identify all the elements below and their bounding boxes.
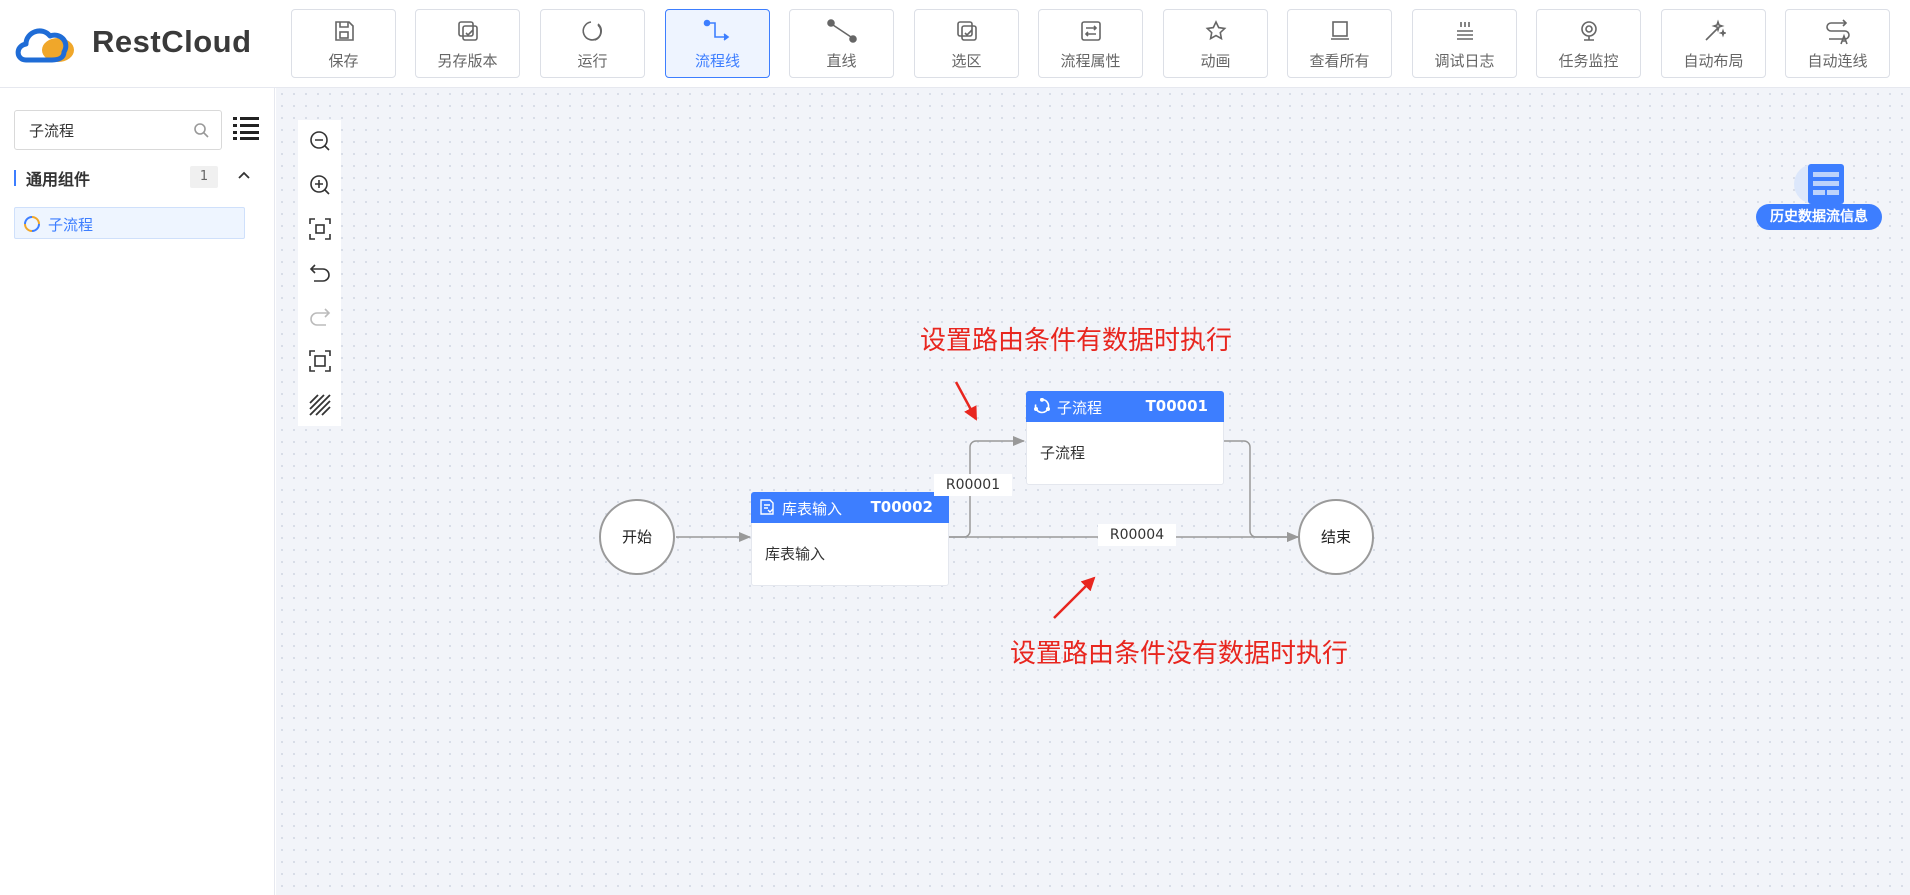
auto-connect-label: 自动连线 <box>1807 52 1868 70</box>
view-all-button[interactable]: 查看所有 <box>1287 9 1392 78</box>
end-node[interactable]: 结束 <box>1298 499 1374 575</box>
list-view-icon[interactable] <box>233 116 259 140</box>
save-version-button[interactable]: 另存版本 <box>415 9 520 78</box>
redo-icon <box>310 308 331 326</box>
node-body-label: 子流程 <box>1040 444 1086 462</box>
group-title: 通用组件 <box>26 170 91 189</box>
zoom-out-button[interactable] <box>298 120 341 160</box>
flow-properties-icon <box>1080 21 1101 41</box>
table-input-node[interactable]: 库表输入 T00002 库表输入 <box>751 492 949 586</box>
animation-icon <box>1205 20 1226 41</box>
route-label-R00001[interactable]: R00001 <box>934 474 1012 496</box>
component-group-header[interactable]: 通用组件 1 <box>14 166 254 190</box>
undo-button[interactable] <box>298 252 341 292</box>
edge-subprocess-to-end[interactable] <box>1224 440 1299 542</box>
node-id: T00002 <box>870 498 933 516</box>
straight-line-button[interactable]: 直线 <box>789 9 894 78</box>
fit-view-button[interactable] <box>298 208 341 248</box>
zoom-in-icon <box>310 175 330 195</box>
run-icon <box>581 21 602 41</box>
grid-toggle-button[interactable] <box>298 384 341 424</box>
animation-label: 动画 <box>1200 52 1231 70</box>
save-button[interactable]: 保存 <box>291 9 396 78</box>
chevron-up-icon[interactable] <box>238 170 250 180</box>
component-item-subprocess[interactable]: 子流程 <box>14 207 245 239</box>
flow-line-icon <box>703 19 729 41</box>
flow-line-label: 流程线 <box>694 52 740 70</box>
select-area-label: 选区 <box>951 52 982 70</box>
select-area-button[interactable]: 选区 <box>914 9 1019 78</box>
node-id: T00001 <box>1145 397 1208 415</box>
select-area-icon <box>956 21 977 41</box>
component-sidebar: 通用组件 1 子流程 <box>0 88 275 895</box>
task-monitor-button[interactable]: 任务监控 <box>1536 9 1641 78</box>
auto-layout-icon <box>1704 19 1726 41</box>
animation-button[interactable]: 动画 <box>1163 9 1268 78</box>
fit-view-icon <box>309 218 331 240</box>
grid-pattern-icon <box>309 394 331 416</box>
node-header: 库表输入 T00002 <box>751 492 949 523</box>
save-label: 保存 <box>328 52 359 70</box>
history-dataflow-button[interactable]: 历史数据流信息 <box>1754 162 1884 242</box>
route-label-R00004[interactable]: R00004 <box>1098 524 1176 546</box>
search-icon[interactable] <box>193 122 209 138</box>
group-count-badge: 1 <box>190 166 218 188</box>
save-icon <box>334 21 354 41</box>
auto-layout-label: 自动布局 <box>1683 52 1744 70</box>
node-title: 库表输入 <box>782 500 843 518</box>
auto-layout-button[interactable]: 自动布局 <box>1661 9 1766 78</box>
debug-log-label: 调试日志 <box>1434 52 1495 70</box>
debug-log-button[interactable]: 调试日志 <box>1412 9 1517 78</box>
actual-size-icon <box>309 350 331 372</box>
annotation-has-data: 设置路由条件有数据时执行 <box>920 326 1233 356</box>
undo-icon <box>309 264 330 282</box>
run-button[interactable]: 运行 <box>540 9 645 78</box>
node-title: 子流程 <box>1057 399 1103 417</box>
flow-properties-button[interactable]: 流程属性 <box>1038 9 1143 78</box>
component-search <box>14 110 222 150</box>
start-node[interactable]: 开始 <box>599 499 675 575</box>
subprocess-node[interactable]: 子流程 T00001 子流程 <box>1026 391 1224 485</box>
save-version-icon <box>457 21 478 41</box>
annotation-arrow-bottom <box>1053 576 1096 619</box>
group-accent-bar <box>14 170 16 186</box>
restcloud-logo: RestCloud <box>14 22 274 66</box>
flow-properties-label: 流程属性 <box>1060 52 1121 70</box>
actual-size-button[interactable] <box>298 340 341 380</box>
flow-canvas[interactable]: 历史数据流信息 开始 结束 库表输入 T00002 库表输入 子流程 <box>276 88 1910 895</box>
view-all-label: 查看所有 <box>1309 52 1370 70</box>
brand-name: RestCloud <box>92 24 252 59</box>
annotation-arrow-top <box>954 381 978 421</box>
node-body-label: 库表输入 <box>765 545 826 563</box>
zoom-out-icon <box>310 131 330 151</box>
component-item-label: 子流程 <box>48 216 94 234</box>
straight-line-label: 直线 <box>826 52 857 70</box>
subprocess-icon <box>1034 398 1050 414</box>
auto-connect-button[interactable]: 自动连线 <box>1785 9 1890 78</box>
top-toolbar: RestCloud 保存 另存版本 运行 流程线 直线 选区 流程属性 动画 查… <box>0 0 1910 88</box>
save-version-label: 另存版本 <box>437 52 498 70</box>
flow-line-button[interactable]: 流程线 <box>665 9 770 78</box>
debug-log-icon <box>1456 22 1473 40</box>
history-dataflow-label: 历史数据流信息 <box>1756 204 1882 230</box>
flow-connections <box>676 381 1299 619</box>
task-monitor-icon <box>1580 21 1597 41</box>
component-search-input[interactable] <box>15 111 185 149</box>
database-table-icon <box>1794 164 1844 204</box>
view-all-icon <box>1330 21 1349 40</box>
task-monitor-label: 任务监控 <box>1558 52 1619 70</box>
node-header: 子流程 T00001 <box>1026 391 1224 422</box>
zoom-in-button[interactable] <box>298 164 341 204</box>
run-label: 运行 <box>577 52 608 70</box>
straight-line-icon <box>826 19 857 43</box>
table-input-icon <box>760 499 774 515</box>
annotation-no-data: 设置路由条件没有数据时执行 <box>1010 639 1349 669</box>
auto-connect-icon <box>1825 19 1850 45</box>
redo-button[interactable] <box>298 296 341 336</box>
subprocess-icon <box>24 216 40 232</box>
canvas-tools <box>298 120 341 426</box>
